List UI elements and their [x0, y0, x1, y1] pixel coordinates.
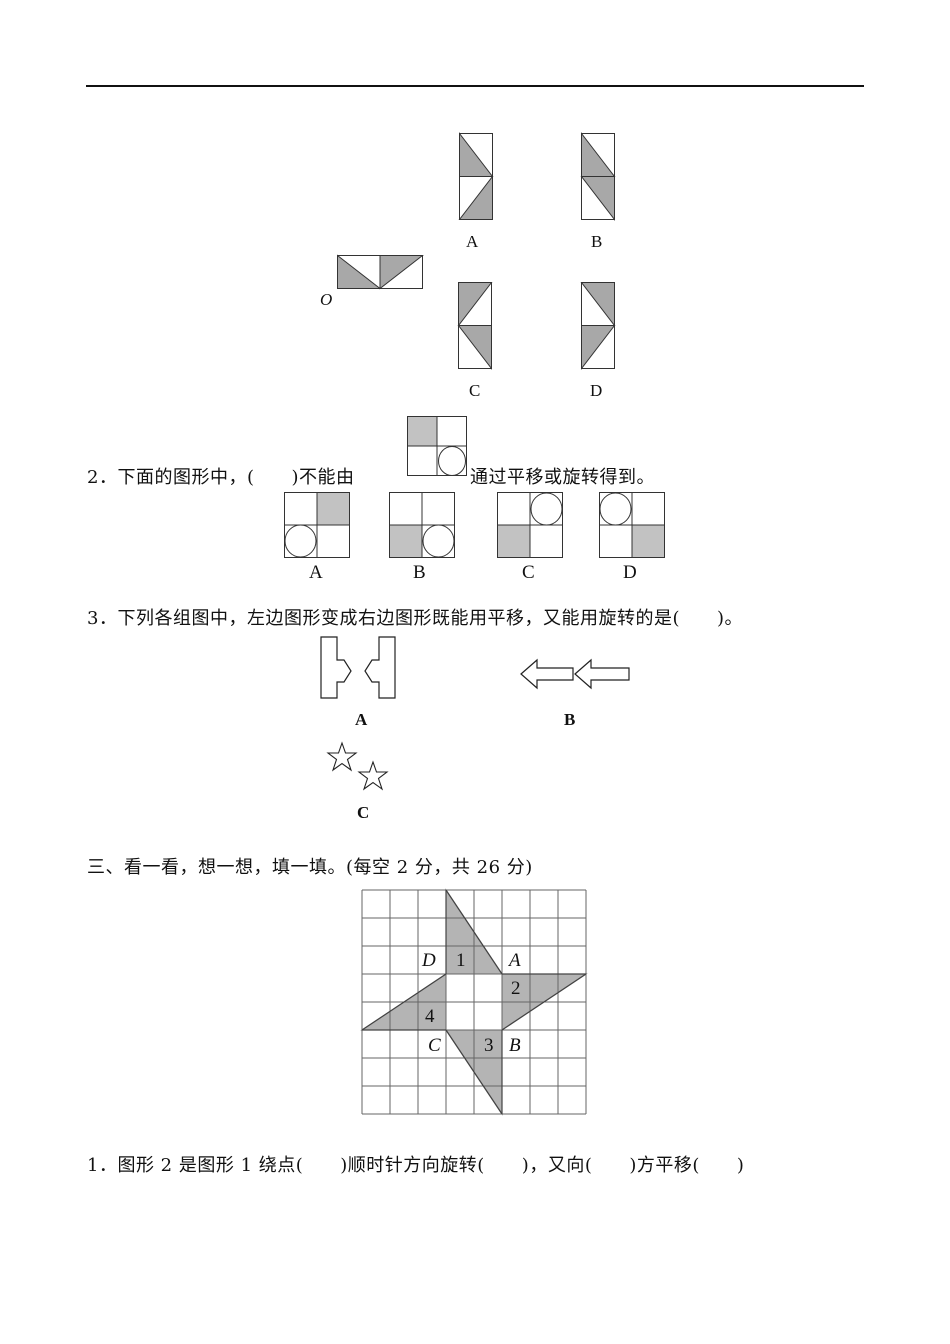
q1-option-a-label: A — [466, 232, 479, 251]
q3-option-a-figure[interactable] — [320, 636, 400, 700]
q2-reference-figure — [407, 416, 467, 476]
q2-option-d-label: D — [623, 562, 637, 583]
q2-question: 2．下面的图形中，( )不能由 — [87, 463, 355, 489]
grid-shape-3: 3 — [484, 1035, 494, 1056]
q2-option-c-label: C — [522, 562, 535, 583]
q2-text-middle: )不能由 — [291, 467, 355, 488]
q2-option-a-figure[interactable] — [284, 492, 352, 560]
q1-original-figure — [337, 254, 424, 290]
grid-shape-2: 2 — [511, 978, 521, 999]
q3-question: 3．下列各组图中，左边图形变成右边图形既能用平移，又能用旋转的是( )。 — [87, 604, 743, 630]
q2-text-before: 下面的图形中，( — [117, 467, 255, 488]
q1-option-a-figure[interactable] — [458, 132, 495, 221]
section-3-question-1: 1．图形 2 是图形 1 绕点( )顺时针方向旋转( )，又向( )方平移( ) — [87, 1155, 745, 1176]
grid-point-c: C — [428, 1035, 441, 1056]
q1-option-b-label: B — [591, 232, 603, 251]
grid-point-b: B — [509, 1035, 521, 1056]
q2-option-a-label: A — [309, 562, 323, 583]
q3-number: 3． — [87, 608, 118, 629]
q2-text-after: 通过平移或旋转得到。 — [470, 467, 655, 488]
grid-point-a: A — [509, 950, 521, 971]
q1-option-c-label: C — [469, 381, 481, 400]
grid-point-d: D — [422, 950, 436, 971]
q3-text-end: )。 — [716, 608, 744, 629]
q1-option-d-label: D — [590, 381, 603, 400]
q2-answer-blank[interactable] — [254, 467, 291, 488]
header-rule — [86, 85, 864, 87]
q2-number: 2． — [87, 467, 118, 488]
q1-option-b-figure[interactable] — [580, 132, 617, 221]
q1-option-c-figure[interactable] — [457, 282, 494, 370]
q3-option-b-label: B — [564, 710, 576, 729]
q3-text: 下列各组图中，左边图形变成右边图形既能用平移，又能用旋转的是( — [117, 608, 680, 629]
rotation-grid-figure — [360, 888, 588, 1116]
q1-option-d-figure[interactable] — [580, 282, 617, 370]
section-3-title: 三、看一看，想一想，填一填。(每空 2 分，共 26 分) — [87, 857, 533, 878]
origin-label-o: O — [320, 290, 333, 309]
q2-option-b-figure[interactable] — [389, 492, 457, 560]
q3-option-b-figure[interactable] — [520, 658, 632, 690]
q3-option-a-label: A — [355, 710, 368, 729]
q2-option-b-label: B — [413, 562, 426, 583]
q2-option-c-figure[interactable] — [497, 492, 565, 560]
q3-option-c-figure[interactable] — [326, 741, 392, 798]
grid-shape-1: 1 — [456, 950, 466, 971]
q3-answer-blank[interactable] — [680, 608, 717, 629]
q2-option-d-figure[interactable] — [599, 492, 667, 560]
q3-option-c-label: C — [357, 803, 370, 822]
grid-shape-4: 4 — [425, 1006, 435, 1027]
